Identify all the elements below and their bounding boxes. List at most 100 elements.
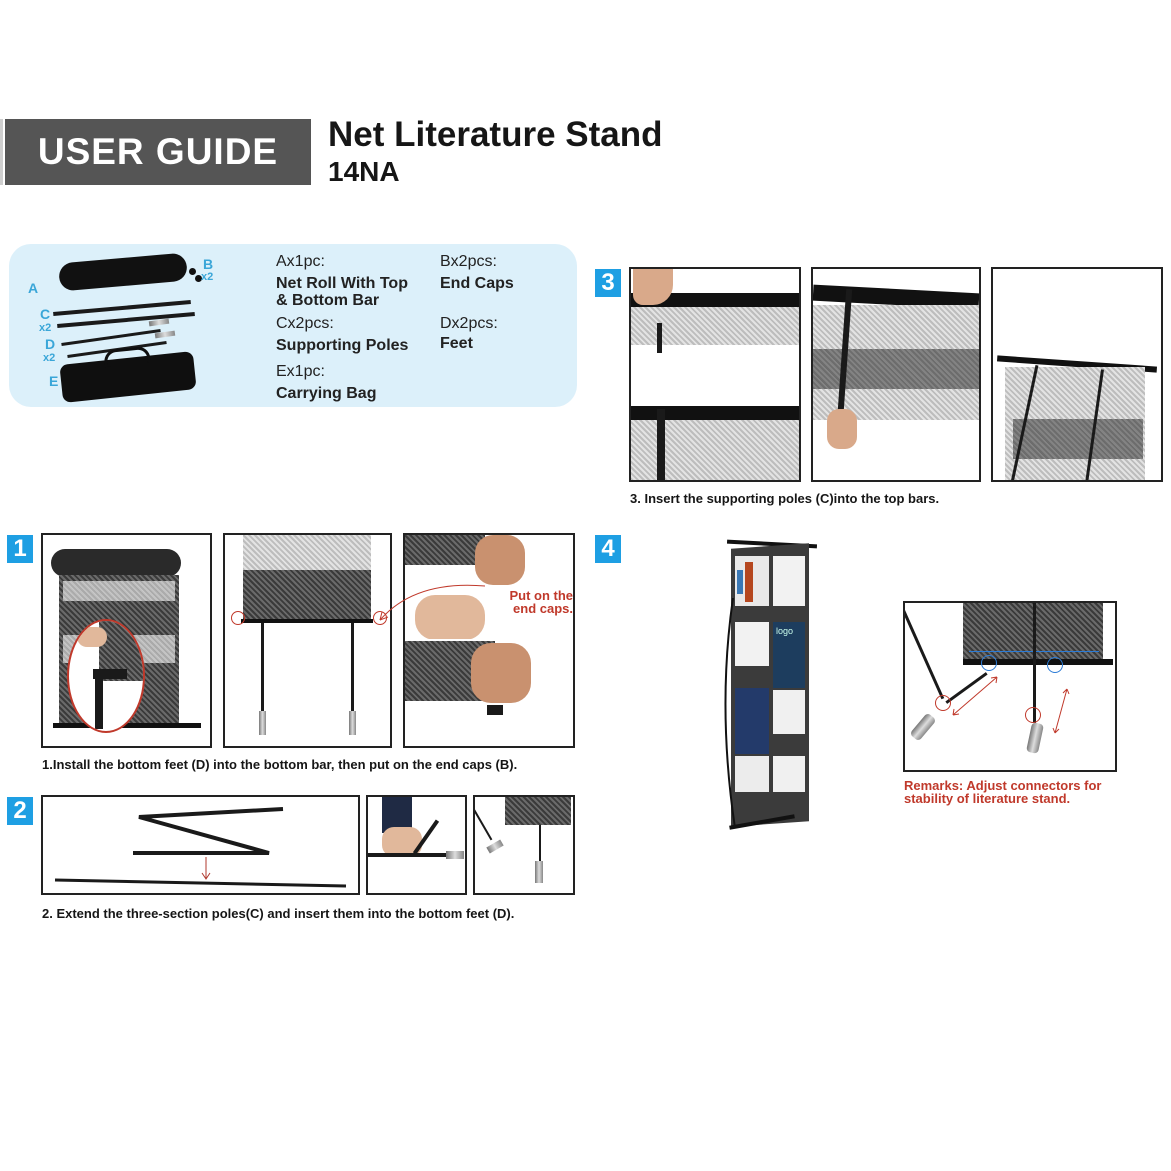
pole	[539, 825, 541, 865]
step-3-photo-assembled-top	[991, 267, 1163, 482]
part-item-e: Ex1pc: Carrying Bag	[276, 363, 436, 402]
bottom-bar	[53, 723, 201, 728]
step-1-photo-roll	[41, 533, 212, 748]
step-1-photo-end-caps: Put on the end caps.	[403, 533, 575, 748]
net-mesh	[505, 797, 571, 825]
callout-line2: end caps.	[513, 601, 573, 616]
step-number: 4	[601, 535, 615, 562]
foot-tip	[446, 851, 464, 859]
user-guide-label: USER GUIDE	[37, 131, 279, 172]
top-bar	[631, 406, 799, 420]
part-qty: Ax1pc:	[276, 253, 325, 270]
step-2-photo-insert	[366, 795, 467, 895]
folded-pole-illustration	[54, 807, 347, 888]
foot-tip	[486, 839, 504, 854]
part-item-b: Bx2pcs: End Caps	[440, 253, 560, 292]
part-name: Carrying Bag	[276, 385, 377, 402]
header-edge-line	[0, 119, 3, 185]
label-c-qty: x2	[39, 322, 52, 334]
part-name: End Caps	[440, 275, 514, 292]
pole	[475, 799, 493, 841]
label-d-qty: x2	[43, 352, 56, 364]
pocket-panel	[735, 622, 769, 666]
callout-line1: Put on the	[509, 588, 573, 603]
step-4-assembled-stand: logo	[724, 538, 820, 833]
part-item-a: Ax1pc: Net Roll With Top & Bottom Bar	[276, 253, 436, 309]
bottom-bar	[963, 659, 1113, 665]
label-b: B	[203, 256, 214, 272]
adjust-arrows-icon	[952, 676, 1070, 734]
end-cap	[487, 705, 503, 715]
part-name-line2: & Bottom Bar	[276, 292, 380, 309]
part-name: Net Roll With Top	[276, 275, 408, 292]
step-3-caption: 3. Insert the supporting poles (C)into t…	[630, 491, 940, 506]
part-name: Feet	[440, 335, 473, 352]
pole	[368, 853, 448, 857]
parts-list-panel: A B x2 C x2 D x2 E Ax1pc: Net Roll With …	[9, 244, 577, 407]
pole	[1033, 603, 1036, 723]
connector-circle-blue	[1047, 657, 1063, 673]
step-1-badge: 1	[7, 535, 33, 563]
photo-divider	[405, 639, 573, 641]
pocket-panel	[773, 756, 805, 792]
remarks-line1: Remarks: Adjust connectors for	[904, 778, 1102, 793]
net-mesh	[243, 535, 371, 570]
net-roll	[51, 549, 181, 577]
pocket-mesh	[243, 570, 371, 620]
bottom-bar	[241, 619, 373, 623]
zoom-callout-circle	[67, 619, 145, 733]
step-1-photo-feet	[223, 533, 392, 748]
part-qty: Bx2pcs:	[440, 253, 497, 270]
step-3-badge: 3	[595, 269, 621, 297]
highlight-circle-left	[231, 611, 245, 625]
end-cap-image	[189, 268, 196, 275]
divider	[631, 345, 799, 405]
connector-circle-red	[935, 695, 951, 711]
hand	[633, 269, 673, 305]
user-guide-badge: USER GUIDE	[5, 119, 311, 185]
remarks-line2: stability of literature stand.	[904, 791, 1071, 806]
connector-circle-red	[1025, 707, 1041, 723]
hand	[471, 643, 531, 703]
brochure-blue	[737, 570, 743, 594]
pole	[657, 409, 665, 480]
side-pole-illustration	[724, 598, 736, 828]
brochure-logo-text: logo	[776, 626, 794, 636]
end-cap-image	[195, 275, 202, 282]
brochure-logo: logo	[773, 622, 805, 688]
parts-illustration: A B x2 C x2 D x2 E	[9, 244, 269, 407]
part-qty: Cx2pcs:	[276, 315, 334, 332]
label-b-qty: x2	[201, 271, 214, 283]
label-d: D	[45, 336, 56, 352]
top-bar	[631, 293, 799, 307]
part-item-d: Dx2pcs: Feet	[440, 315, 560, 352]
brochure-orange	[745, 562, 753, 602]
step-number: 2	[13, 797, 27, 824]
step-number: 3	[601, 269, 615, 296]
foot-tip	[535, 861, 543, 883]
part-qty: Dx2pcs:	[440, 315, 498, 332]
foot	[261, 623, 264, 735]
part-name: Supporting Poles	[276, 337, 409, 354]
pocket-mesh	[813, 349, 979, 389]
callout-arrow-icon	[379, 584, 485, 621]
pocket-panel	[735, 756, 769, 792]
net-mesh	[405, 535, 485, 565]
step-2-caption: 2. Extend the three-section poles(C) and…	[42, 906, 515, 921]
net-roll-image	[58, 252, 188, 292]
step-2-photo-feet	[473, 795, 575, 895]
connector-circle-blue	[981, 655, 997, 671]
page-title: Net Literature Stand	[328, 115, 663, 154]
part-qty: Ex1pc:	[276, 363, 325, 380]
end-caps-callout: Put on the end caps.	[499, 589, 573, 615]
step-4-badge: 4	[595, 535, 621, 563]
hand	[415, 595, 485, 640]
foot-tip	[349, 711, 356, 735]
net-panel-light	[63, 581, 175, 601]
label-e: E	[49, 373, 59, 389]
step-3-photo-pole-in-bar	[811, 267, 981, 482]
label-c: C	[40, 306, 51, 322]
foot	[95, 669, 103, 729]
pocket-panel	[773, 690, 805, 734]
connector	[93, 669, 127, 679]
